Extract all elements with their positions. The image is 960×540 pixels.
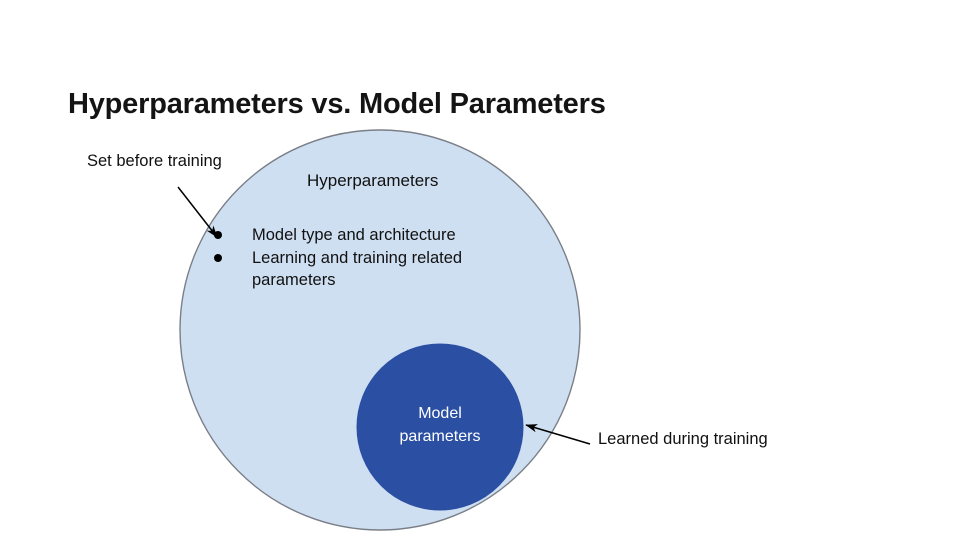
outer-circle-label: Hyperparameters xyxy=(307,171,439,190)
set-before-training-arrow xyxy=(177,186,218,238)
list-item: Learning and training related parameters xyxy=(210,247,530,292)
list-item-label: Learning and training related parameters xyxy=(252,248,463,290)
bullet-dot-icon xyxy=(214,231,222,239)
inner-circle-label-line1: Model xyxy=(418,405,462,422)
hyperparameters-bullet-list: Model type and architecture Learning and… xyxy=(210,224,530,292)
annotation-learned-during-training: Learned during training xyxy=(598,430,768,448)
list-item: Model type and architecture xyxy=(210,224,530,247)
bullet-dot-icon xyxy=(214,253,222,262)
list-item-label: Model type and architecture xyxy=(252,226,456,244)
annotation-set-before-training: Set before training xyxy=(87,152,222,170)
page-title: Hyperparameters vs. Model Parameters xyxy=(68,88,606,120)
inner-circle-label-line2: parameters xyxy=(399,428,481,445)
learned-during-training-arrow xyxy=(525,424,591,445)
inner-circle-label: Model parameters xyxy=(357,402,523,448)
inner-circle-model-parameters xyxy=(356,343,524,511)
